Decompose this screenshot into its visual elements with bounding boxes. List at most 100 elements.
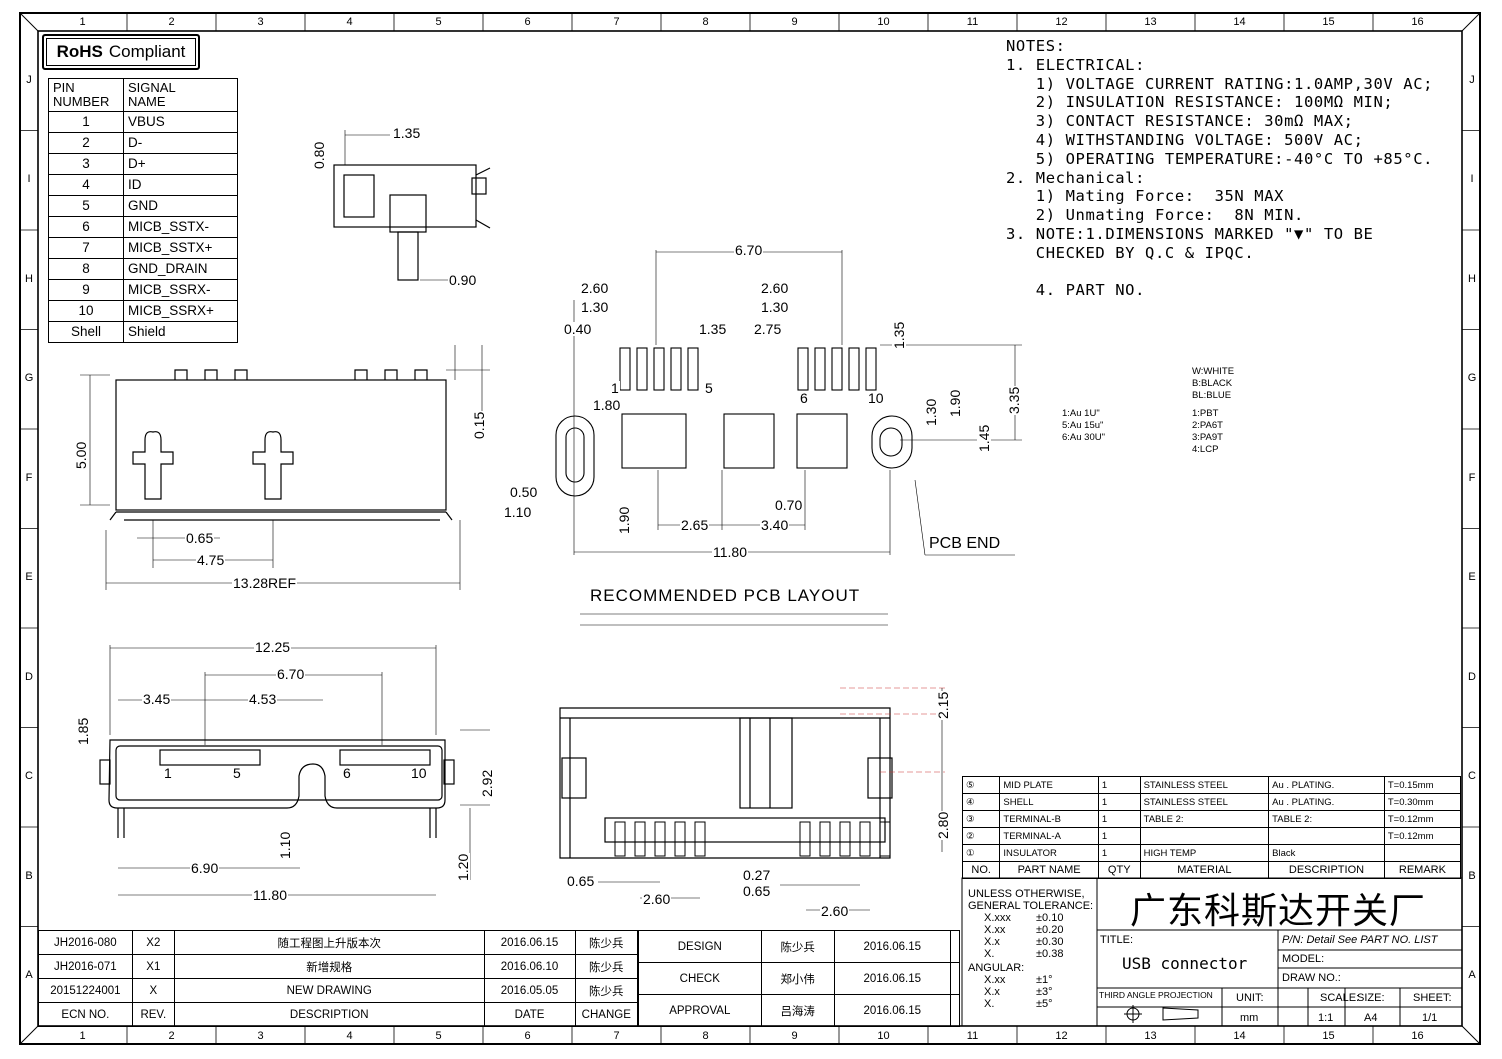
pin-number: 1	[48, 111, 124, 133]
zone-col-label: 7	[613, 16, 620, 28]
tolerance-row: X.xx ±0.20	[968, 924, 1093, 936]
terminal-pin	[799, 821, 811, 857]
pin-signal: MICB_SSTX-	[123, 216, 238, 238]
material-code: 2:PA6T	[1192, 420, 1223, 431]
dimension-label: PCB END	[928, 535, 1002, 552]
terminal-pin	[819, 821, 831, 857]
bom-cell: MID PLATE	[999, 776, 1099, 794]
pin-signal: ID	[123, 174, 238, 196]
revision-cell: 随工程图上升版本次	[173, 930, 485, 955]
drawing-title: USB connector	[1122, 954, 1248, 973]
angular-format: X.x	[984, 986, 1000, 998]
zone-col-label: 9	[791, 16, 798, 28]
angular-row: X.x±3°	[968, 986, 1093, 998]
bom-cell: HIGH TEMP	[1139, 844, 1270, 862]
size-label: SIZE:	[1357, 992, 1385, 1004]
zone-row-label: F	[1468, 471, 1476, 484]
tolerance-value: ±0.20	[1036, 924, 1064, 936]
draw-no-label: DRAW NO.:	[1282, 972, 1341, 984]
zone-col-label: 15	[1322, 1030, 1335, 1042]
bom-header: DESCRIPTION	[1268, 861, 1385, 879]
bom-cell: INSULATOR	[999, 844, 1099, 862]
pcb-pad	[636, 347, 648, 391]
pin-number: 9	[48, 279, 124, 301]
approval-cell: 2016.06.15	[833, 962, 951, 995]
pcb-layout-title: RECOMMENDED PCB LAYOUT	[590, 586, 861, 605]
tolerance-format: X.x	[984, 936, 1000, 948]
zone-row-label: C	[25, 770, 33, 783]
zone-row-label: E	[1468, 571, 1476, 584]
tolerance-row: X.xxx±0.10	[968, 912, 1093, 924]
zone-row-label: H	[1468, 272, 1476, 285]
note-line: 1) VOLTAGE CURRENT RATING:1.0AMP,30V AC;	[1006, 74, 1434, 93]
note-line: 1. ELECTRICAL:	[1006, 55, 1146, 74]
zone-col-label: 14	[1233, 16, 1246, 28]
pin-number: 7	[48, 237, 124, 259]
bom-header: NO.	[961, 861, 1001, 879]
bom-cell: Au . PLATING.	[1268, 793, 1385, 811]
size-value: A4	[1364, 1012, 1378, 1024]
zone-col-label: 13	[1144, 16, 1157, 28]
tolerance-row: X.±0.38	[968, 948, 1093, 960]
bom-cell: SHELL	[999, 793, 1099, 811]
bom-cell: 1	[1097, 844, 1141, 862]
scale-label: SCALE:	[1320, 992, 1360, 1004]
dimension-label: 3.35	[1006, 385, 1022, 415]
zone-row-label: F	[25, 471, 33, 484]
dimension-label: 0.70	[774, 497, 804, 513]
approval-cell: CHECK	[638, 962, 762, 995]
plating-code: 1:Au 1U"	[1062, 408, 1100, 419]
dimension-label: 1.80	[592, 397, 622, 413]
note-line: 3. NOTE:1.DIMENSIONS MARKED "▼" TO BE	[1006, 224, 1374, 243]
dimension-label: 10	[867, 390, 885, 406]
dimension-label: 5	[232, 765, 242, 781]
bom-cell: STAINLESS STEEL	[1139, 776, 1270, 794]
dimension-label: 1.85	[75, 716, 91, 746]
dimension-label: 0.90	[448, 272, 478, 288]
dimension-label: 1.30	[580, 299, 610, 315]
zone-col-label: 2	[168, 16, 175, 28]
tolerance-format: X.xx	[984, 924, 1006, 936]
pin-number: 10	[48, 300, 124, 322]
dimension-label: 1	[163, 765, 173, 781]
tolerance-value: ±0.30	[1036, 936, 1064, 948]
dimension-label: 1.10	[277, 830, 293, 860]
dimension-label: 6.70	[276, 666, 306, 682]
zone-row-label: I	[1470, 173, 1474, 186]
revision-cell: JH2016-080	[38, 930, 133, 955]
top-view	[333, 130, 491, 281]
zone-row-label: B	[1468, 869, 1476, 882]
projection-label: THIRD ANGLE PROJECTION	[1099, 990, 1213, 1000]
terminal-pin	[694, 821, 706, 857]
dimension-label: 2.92	[479, 768, 495, 798]
dimension-label: 2.80	[935, 810, 951, 840]
revision-header: CHANGE	[574, 1002, 639, 1027]
revision-cell: 陈少兵	[574, 930, 639, 955]
dimension-label: 1.90	[947, 388, 963, 418]
dimension-label: 1.30	[923, 397, 939, 427]
dimension-label: 3.40	[760, 517, 790, 533]
bom-cell: 1	[1097, 827, 1141, 845]
zone-col-label: 2	[168, 1030, 175, 1042]
bom-cell: TERMINAL-B	[999, 810, 1099, 828]
revision-cell: X	[131, 978, 175, 1003]
dimension-label: 3.45	[142, 691, 172, 707]
zone-col-label: 14	[1233, 1030, 1246, 1042]
dimension-label: 5.00	[73, 440, 89, 470]
zone-col-label: 12	[1055, 1030, 1068, 1042]
dimension-label: 0.65	[185, 530, 215, 546]
zone-col-label: 3	[257, 16, 264, 28]
zone-row-label: I	[27, 173, 31, 186]
pcb-pad	[814, 347, 826, 391]
part-number: P/N: Detail See PART NO. LIST	[1282, 934, 1438, 946]
pin-signal: D-	[123, 132, 238, 154]
